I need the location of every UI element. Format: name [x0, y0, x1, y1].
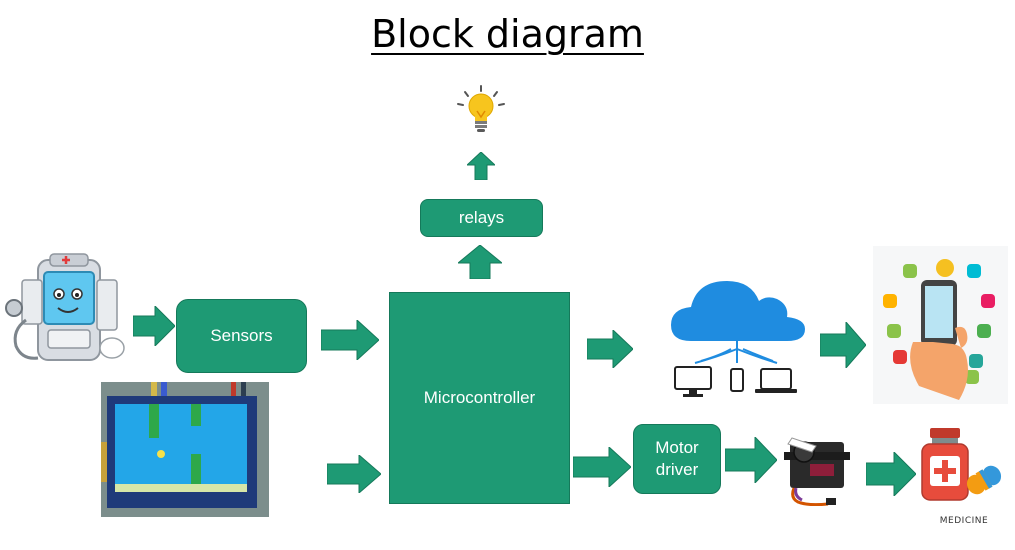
- arrow-microcontroller-to-relays: [458, 245, 502, 279]
- motor-driver-label-line2: driver: [655, 460, 699, 479]
- health-monitor-icon: [5, 253, 125, 361]
- arrow-motor-driver-to-servo: [725, 437, 777, 483]
- arrow-cloud-to-phone: [820, 322, 866, 368]
- arrow-sensors-to-microcontroller: [321, 320, 379, 360]
- cloud-network-icon: [671, 281, 805, 397]
- arrow-relays-to-bulb: [467, 152, 495, 180]
- sensors-block: Sensors: [176, 299, 307, 373]
- relays-label: relays: [458, 208, 505, 227]
- arrow-microcontroller-to-cloud: [587, 330, 633, 368]
- arrow-servo-to-medicine: [866, 452, 916, 496]
- arrow-display-to-microcontroller: [327, 455, 381, 493]
- sensors-label: Sensors: [210, 326, 273, 345]
- arrow-microcontroller-to-motor-driver: [573, 447, 631, 487]
- microcontroller-block: Microcontroller: [389, 292, 570, 504]
- medicine-label: MEDICINE: [939, 516, 989, 526]
- medicine-icon: [921, 428, 1002, 501]
- motor-driver-label-line1: Motor: [655, 438, 699, 457]
- arrow-monitor-to-sensors: [133, 306, 175, 346]
- motor-driver-block: Motor driver: [633, 424, 721, 494]
- tft-display-icon: [101, 382, 269, 517]
- servo-motor-icon: [784, 437, 850, 506]
- smartphone-apps-icon: [873, 246, 1008, 404]
- page-title: Block diagram: [371, 12, 644, 56]
- microcontroller-label: Microcontroller: [423, 388, 536, 407]
- light-bulb-icon: [457, 85, 505, 132]
- relays-block: relays: [420, 199, 543, 237]
